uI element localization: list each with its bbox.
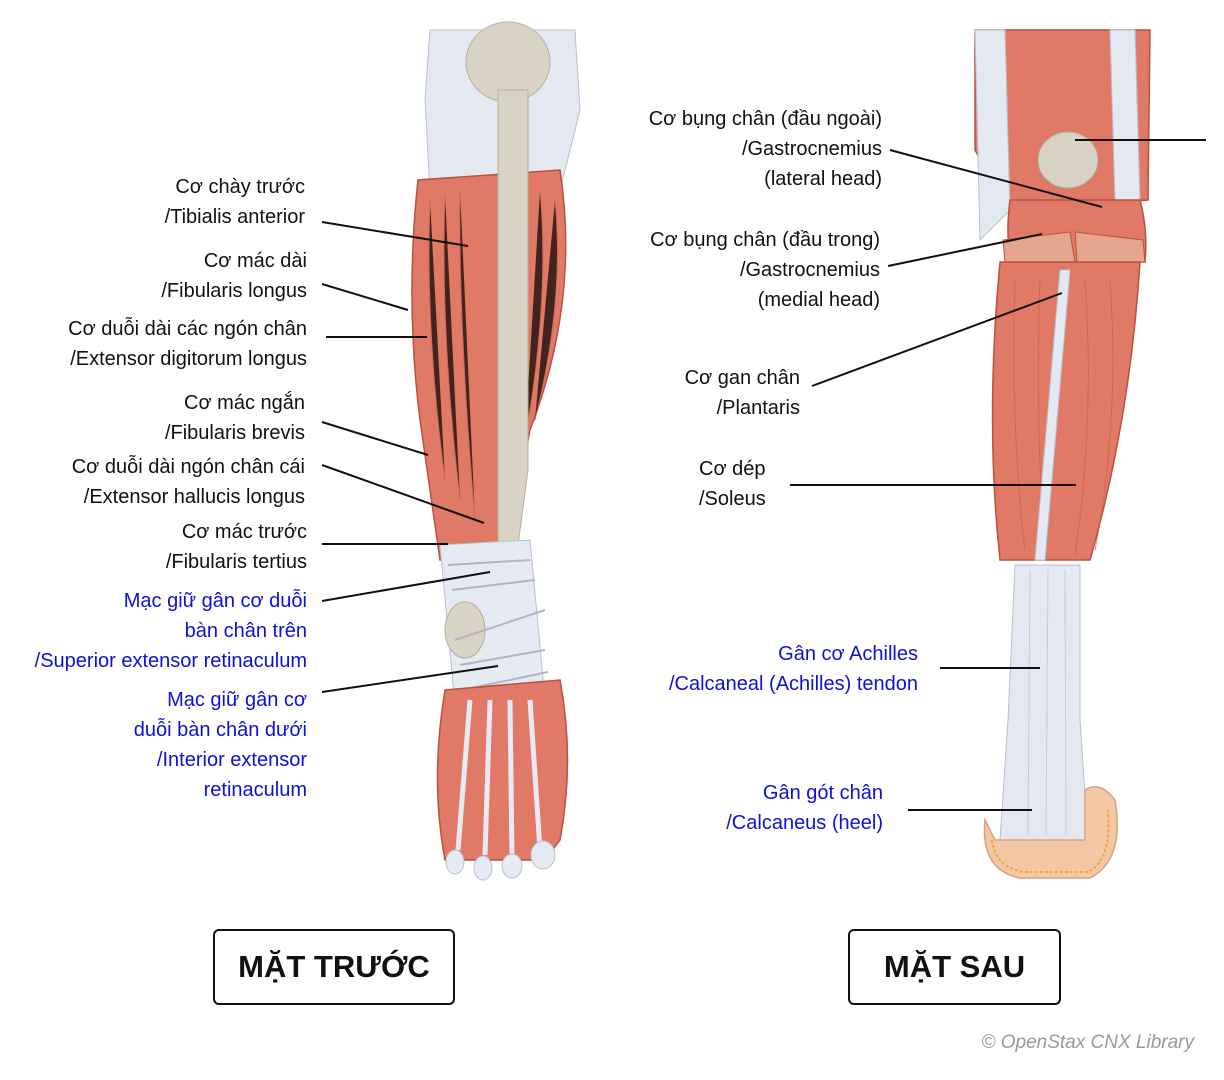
label-fibularis-tertius: Cơ mác trước /Fibularis tertius (165, 521, 307, 573)
label-gastrocnemius-lateral-head: Cơ bụng chân (đầu ngoài) /Gastrocnemius … (648, 108, 882, 190)
front-view-title: MẶT TRƯỚC (213, 929, 455, 1005)
leader-lines (321, 139, 1206, 811)
anterior-leg-drawing (411, 21, 581, 881)
posterior-leg-drawing (974, 29, 1151, 879)
label-soleus: Cơ dép /Soleus (699, 458, 766, 510)
label-achilles-tendon: Gân cơ Achilles /Calcaneal (Achilles) te… (668, 643, 918, 695)
label-calcaneus-heel: Gân gót chân /Calcaneus (heel) (726, 782, 883, 834)
label-inferior-extensor-retinaculum: Mạc giữ gân cơ duỗi bàn chân dưới /Inter… (133, 689, 307, 801)
label-fibularis-longus: Cơ mác dài /Fibularis longus (161, 250, 307, 302)
label-extensor-digitorum-longus: Cơ duỗi dài các ngón chân /Extensor digi… (68, 318, 307, 370)
credit-text: © OpenStax CNX Library (981, 1032, 1194, 1053)
back-view-title: MẶT SAU (848, 929, 1061, 1005)
label-plantaris: Cơ gan chân /Plantaris (684, 367, 800, 419)
label-superior-extensor-retinaculum: Mạc giữ gân cơ duỗi bàn chân trên /Super… (34, 590, 307, 672)
label-gastrocnemius-medial-head: Cơ bụng chân (đầu trong) /Gastrocnemius … (650, 229, 880, 311)
label-fibularis-brevis: Cơ mác ngắn /Fibularis brevis (164, 392, 305, 444)
label-tibialis-anterior: Cơ chày trước /Tibialis anterior (164, 176, 305, 228)
label-extensor-hallucis-longus: Cơ duỗi dài ngón chân cái /Extensor hall… (71, 456, 305, 508)
